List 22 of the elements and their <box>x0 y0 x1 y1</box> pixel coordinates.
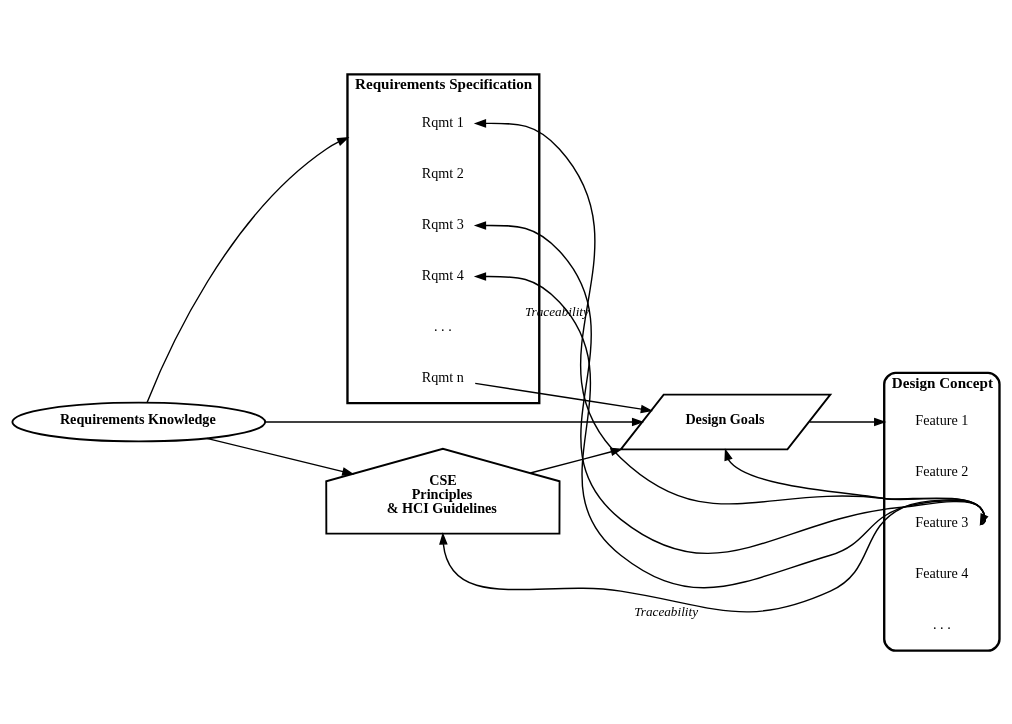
edge-label: Traceability <box>634 603 699 619</box>
node-text: Rqmt 1 <box>421 113 464 130</box>
arrow <box>808 417 887 426</box>
node-text: . . . <box>434 317 452 334</box>
node-text: Feature 1 <box>915 411 969 428</box>
arrow <box>439 498 986 613</box>
arrow <box>264 417 645 426</box>
node-text: Rqmt 3 <box>421 215 464 232</box>
arrow <box>473 271 986 589</box>
arrow <box>529 447 623 474</box>
arrow <box>474 382 654 413</box>
node-text: Feature 4 <box>915 564 969 581</box>
node-text: Feature 3 <box>915 513 969 530</box>
node-text: Rqmt n <box>421 368 464 385</box>
node-ellipse: Requirements Knowledge <box>11 401 267 442</box>
node-text: . . . <box>933 615 951 632</box>
arrow <box>473 220 986 554</box>
node-text: Feature 2 <box>915 462 969 479</box>
node-text: Rqmt 4 <box>421 266 464 283</box>
arrow <box>146 136 350 403</box>
node-text: Rqmt 2 <box>421 164 464 181</box>
arrow <box>206 437 355 476</box>
